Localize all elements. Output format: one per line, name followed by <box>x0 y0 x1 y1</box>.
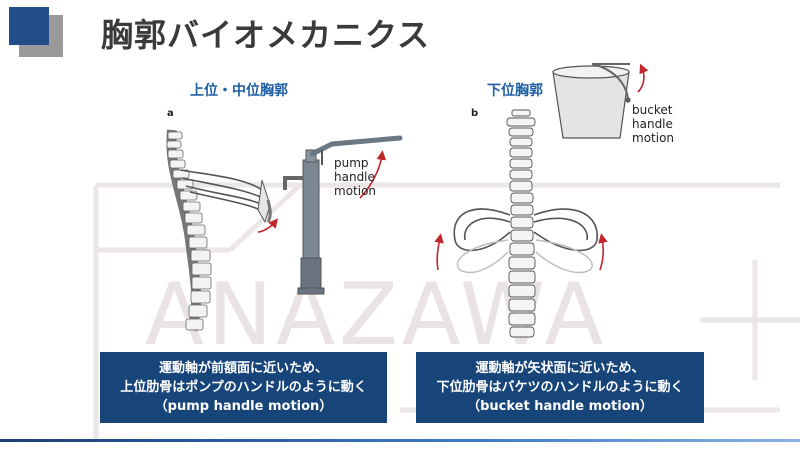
pump-illustration <box>283 135 403 295</box>
caption-line: 上位肋骨はポンプのハンドルのように動く <box>120 380 367 395</box>
motion-line: handle <box>632 117 673 131</box>
panel-b-caption-box: 運動軸が矢状面に近いため、 下位肋骨はバケツのハンドルのように動く （bucke… <box>416 352 704 423</box>
bottom-accent-bar <box>0 439 800 442</box>
panel-b-figure-label: b <box>471 108 479 119</box>
motion-line: handle <box>334 170 375 184</box>
caption-line: 下位肋骨はバケツのハンドルのように動く <box>436 380 684 395</box>
caption-line: 運動軸が矢状面に近いため、 <box>475 361 645 376</box>
panel-b-heading: 下位胸郭 <box>487 83 543 99</box>
spine-frontal-illustration <box>434 109 608 338</box>
caption-line: （bucket handle motion） <box>467 399 653 414</box>
panel-a-figure-label: a <box>167 108 174 119</box>
spine-lateral-illustration <box>166 129 279 332</box>
caption-line: （pump handle motion） <box>154 399 333 414</box>
motion-line: pump <box>334 156 369 170</box>
motion-line: bucket <box>632 103 673 117</box>
motion-line: motion <box>632 131 675 145</box>
panel-a-caption-box: 運動軸が前額面に近いため、 上位肋骨はポンプのハンドルのように動く （pump … <box>100 352 387 423</box>
slide-title: 胸郭バイオメカニクス <box>101 16 431 54</box>
title-deco-blue-square <box>9 7 49 45</box>
pump-handle-motion-label: pump handle motion <box>334 156 376 198</box>
panel-a-heading: 上位・中位胸郭 <box>190 83 288 99</box>
caption-line: 運動軸が前額面に近いため、 <box>158 361 328 376</box>
motion-line: motion <box>334 184 377 198</box>
bucket-handle-motion-label: bucket handle motion <box>632 103 674 145</box>
bucket-illustration <box>552 63 649 139</box>
